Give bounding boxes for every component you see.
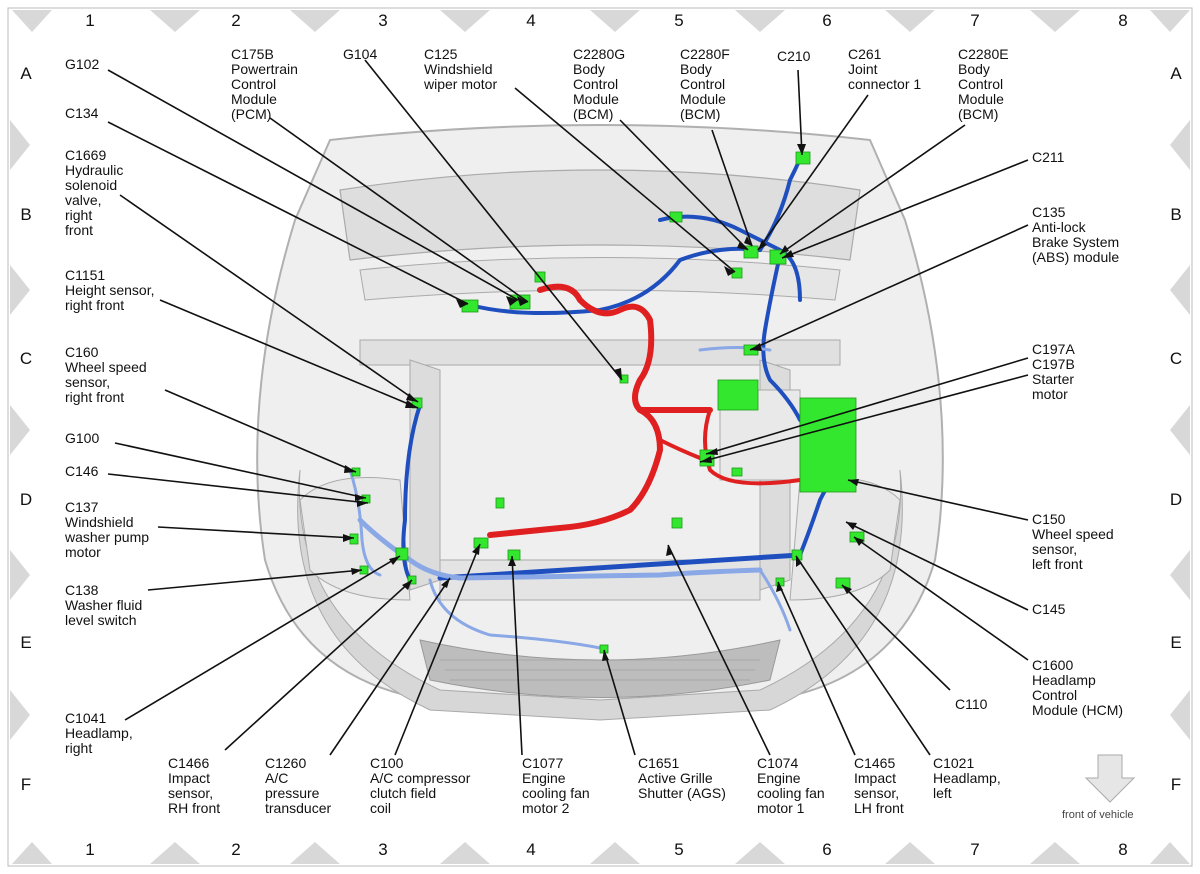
label-c160: C160 Wheel speed sensor, right front	[65, 344, 147, 405]
label-c1077: C1077 Engine cooling fan motor 2	[522, 755, 590, 816]
label-c1021: C1021 Headlamp, left	[933, 755, 1001, 801]
front-arrow-icon	[1084, 754, 1136, 803]
label-c197: C197A C197B Starter motor	[1032, 341, 1075, 402]
label-c1260: C1260 A/C pressure transducer	[265, 755, 332, 816]
grid-col-7-top: 7	[970, 11, 980, 30]
label-c125: C125 Windshield wiper motor	[424, 46, 498, 92]
grid-col-4-bottom: 4	[526, 840, 536, 859]
label-g104: G104	[343, 46, 378, 62]
grid-row-b-left: B	[20, 205, 32, 224]
label-c261: C261 Joint connector 1	[848, 46, 922, 92]
grid-row-d-left: D	[19, 490, 33, 509]
grid-col-6-bottom: 6	[822, 840, 832, 859]
grid-row-c-left: C	[19, 349, 33, 368]
harness-light-blue	[348, 346, 792, 650]
grid-col-1-top: 1	[85, 11, 95, 30]
label-g102: G102	[65, 56, 100, 72]
label-c2280g: C2280G Body Control Module (BCM)	[573, 46, 626, 122]
grid-col-7-bottom: 7	[970, 840, 980, 859]
grid-row-b-right: B	[1170, 205, 1182, 224]
label-c138: C138 Washer fluid level switch	[65, 582, 143, 628]
grid-col-8-top: 8	[1118, 11, 1128, 30]
label-c175b: C175B Powertrain Control Module (PCM)	[231, 46, 298, 122]
harness-red	[487, 283, 802, 538]
label-c210: C210	[777, 48, 811, 64]
label-c145: C145	[1032, 601, 1066, 617]
grid-col-5-top: 5	[674, 11, 684, 30]
grid-row-e-left: E	[20, 633, 32, 652]
label-c211: C211	[1032, 149, 1065, 165]
label-c1465: C1465 Impact sensor, LH front	[854, 755, 904, 816]
grid-col-4-top: 4	[526, 11, 536, 30]
label-c100: C100 A/C compressor clutch field coil	[370, 755, 471, 816]
grid-row-e-right: E	[1170, 633, 1182, 652]
label-c134: C134	[65, 105, 99, 121]
label-c2280f: C2280F Body Control Module (BCM)	[680, 46, 730, 122]
grid-row-a-left: A	[20, 64, 32, 83]
label-c1669: C1669 Hydraulic solenoid valve, right fr…	[65, 147, 124, 238]
grid-row-f-left: F	[20, 775, 32, 794]
label-c2280e: C2280E Body Control Module (BCM)	[958, 46, 1009, 122]
border-triangles	[10, 10, 1190, 864]
label-c137: C137 Windshield washer pump motor	[65, 499, 150, 560]
grid-col-3-bottom: 3	[378, 840, 388, 859]
grid-row-a-right: A	[1170, 64, 1182, 83]
grid-col-3-top: 3	[378, 11, 388, 30]
leader-lines	[107, 59, 1029, 756]
label-g100: G100	[65, 430, 100, 446]
grid-col-6-top: 6	[822, 11, 832, 30]
grid-row-c-right: C	[1169, 349, 1183, 368]
grid-col-2-bottom: 2	[231, 840, 241, 859]
grid-row-d-right: D	[1169, 490, 1183, 509]
label-c1151: C1151 Height sensor, right front	[65, 267, 155, 313]
harness-blue	[401, 156, 842, 582]
label-c135: C135 Anti-lock Brake System (ABS) module	[1032, 204, 1120, 265]
label-c1074: C1074 Engine cooling fan motor 1	[757, 755, 825, 816]
label-c146: C146	[65, 463, 99, 479]
grid-row-f-right: F	[1170, 775, 1182, 794]
grid-col-5-bottom: 5	[674, 840, 684, 859]
grid-col-8-bottom: 8	[1118, 840, 1128, 859]
grid-col-2-top: 2	[231, 11, 241, 30]
label-c1600: C1600 Headlamp Control Module (HCM)	[1032, 657, 1124, 718]
front-of-vehicle-label: front of vehicle	[1062, 809, 1134, 821]
arrowheads	[343, 144, 864, 661]
label-c1466: C1466 Impact sensor, RH front	[168, 755, 221, 816]
label-c150: C150 Wheel speed sensor, left front	[1032, 511, 1114, 572]
label-c1041: C1041 Headlamp, right	[65, 710, 133, 756]
label-c110: C110	[955, 696, 988, 712]
grid-col-1-bottom: 1	[85, 840, 95, 859]
label-c1651: C1651 Active Grille Shutter (AGS)	[638, 755, 726, 801]
